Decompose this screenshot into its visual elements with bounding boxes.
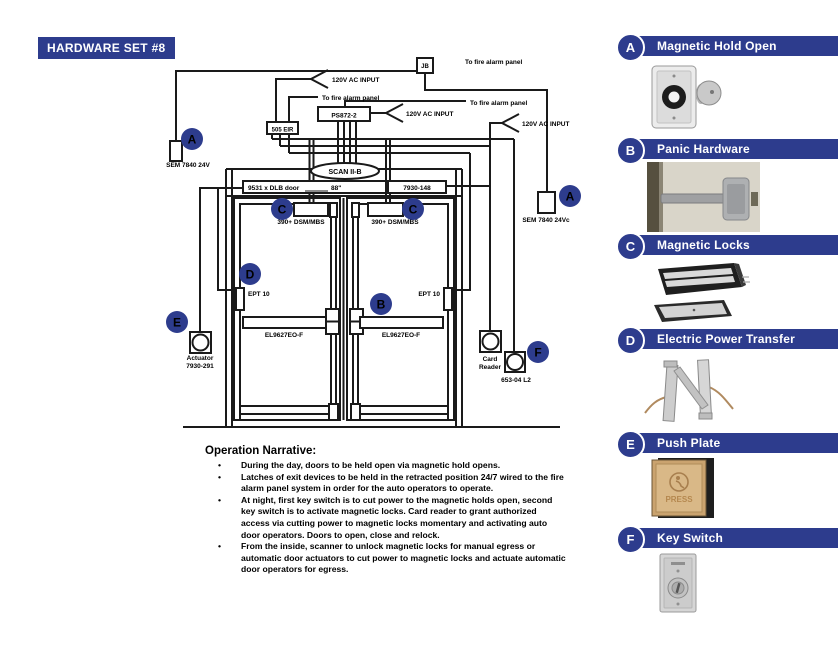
- svg-text:A: A: [566, 190, 575, 204]
- ac-input-label-2: 120V AC INPUT: [406, 111, 453, 118]
- legend-header-magnetic-hold-open: Magnetic Hold Open: [629, 36, 838, 56]
- operator-label: 7930-148: [403, 185, 431, 192]
- callout-d: D: [239, 263, 261, 285]
- legend-badge-f: F: [616, 525, 645, 554]
- sem-left-label: SEM 7840 24V: [166, 162, 210, 169]
- legend-badge-d: D: [616, 326, 645, 355]
- svg-text:C: C: [409, 203, 418, 217]
- electric-power-transfer-image: [644, 359, 734, 422]
- callout-c-right: C: [402, 198, 424, 220]
- ept-left-label: EPT 10: [248, 291, 270, 298]
- door-header-label: 9531 x DLB door: [248, 185, 300, 192]
- svg-text:D: D: [246, 268, 255, 282]
- diagram-labels: JB PS872-2 505 EIR SCAN II-B 9531 x DLB …: [166, 59, 570, 384]
- mag-hold-right: [537, 191, 556, 214]
- door-width-label: 88": [331, 185, 341, 192]
- key-switch-image: [659, 553, 697, 613]
- legend-badge-c: C: [616, 232, 645, 261]
- callout-c-left: C: [271, 198, 293, 220]
- svg-text:C: C: [278, 203, 287, 217]
- exit-device-right-label: EL9627EO-F: [382, 332, 420, 339]
- power-supply-box: [317, 106, 371, 122]
- callout-a-right: A: [559, 185, 581, 207]
- narrative-bullet: Latches of exit devices to be held in th…: [205, 472, 567, 495]
- legend-header-key-switch: Key Switch: [629, 528, 838, 548]
- fire-panel-label-2: To fire alarm panel: [322, 95, 380, 102]
- push-plate-image: PRESS: [651, 458, 714, 518]
- callout-b: B: [370, 293, 392, 315]
- ps872-label: PS872-2: [331, 113, 357, 120]
- narrative-list: During the day, doors to be held open vi…: [205, 460, 567, 576]
- legend-label: Panic Hardware: [657, 142, 750, 156]
- svg-text:E: E: [173, 316, 181, 330]
- svg-text:F: F: [534, 346, 541, 360]
- operator-box: [387, 180, 447, 194]
- card-label-2: Reader: [479, 364, 502, 371]
- card-label-1: Card: [483, 356, 498, 363]
- component-boxes: [169, 57, 556, 373]
- scan-label: SCAN II-B: [328, 169, 361, 176]
- mag-hold-left: [169, 140, 183, 162]
- legend-label: Electric Power Transfer: [657, 332, 795, 346]
- legend-header-magnetic-locks: Magnetic Locks: [629, 235, 838, 255]
- legend-header-electric-power-transfer: Electric Power Transfer: [629, 329, 838, 349]
- panic-bar-left: [242, 316, 327, 329]
- door-header-box: [242, 180, 387, 194]
- eir-label: 505 EIR: [272, 128, 294, 134]
- legend-label: Magnetic Hold Open: [657, 39, 777, 53]
- narrative-bullet: From the inside, scanner to unlock magne…: [205, 541, 567, 576]
- legend-badge-b: B: [616, 136, 645, 165]
- panic-hardware-image: [647, 162, 760, 232]
- callout-circles: A A B C C D E: [166, 128, 581, 363]
- exit-device-left-label: EL9627EO-F: [265, 332, 303, 339]
- legend-label: Magnetic Locks: [657, 238, 750, 252]
- ac-input-label-3: 120V AC INPUT: [522, 121, 569, 128]
- page-title: HARDWARE SET #8: [38, 37, 175, 59]
- door-leaves: [233, 197, 455, 421]
- legend-label: Key Switch: [657, 531, 724, 545]
- magnetic-hold-open-image: [651, 65, 722, 129]
- svg-text:B: B: [377, 298, 386, 312]
- callout-a-left: A: [181, 128, 203, 150]
- callout-e: E: [166, 311, 188, 333]
- scanner-ellipse: [310, 162, 380, 180]
- narrative-heading: Operation Narrative:: [205, 445, 317, 457]
- panic-bar-right: [359, 316, 444, 329]
- ept-device-right: [443, 287, 453, 311]
- door-frame: [225, 168, 463, 427]
- magnetic-locks-image: [654, 263, 750, 322]
- ept-device-left: [235, 287, 245, 311]
- operation-narrative: Operation Narrative: During the day, doo…: [205, 445, 567, 576]
- mag-lock-right: [367, 202, 404, 217]
- ept-right-label: EPT 10: [418, 291, 440, 298]
- legend-label: Push Plate: [657, 436, 721, 450]
- actuator-label-1: Actuator: [187, 355, 214, 362]
- junction-box: [416, 57, 434, 74]
- narrative-bullet: At night, first key switch is to cut pow…: [205, 495, 567, 541]
- svg-text:A: A: [188, 133, 197, 147]
- ac-input-label-1: 120V AC INPUT: [332, 77, 379, 84]
- legend-badge-e: E: [616, 430, 645, 459]
- legend-badge-a: A: [616, 33, 645, 62]
- legend-header-push-plate: Push Plate: [629, 433, 838, 453]
- mag-lock-left: [293, 202, 329, 217]
- mag-lock-right-label: 390+ DSM/MBS: [371, 219, 419, 226]
- wires: [175, 69, 560, 428]
- key-switch-label: 653-04 L2: [501, 377, 531, 384]
- door-hardware-diagram: JB PS872-2 505 EIR SCAN II-B 9531 x DLB …: [166, 57, 581, 428]
- narrative-bullet: During the day, doors to be held open vi…: [205, 460, 567, 472]
- jb-label: JB: [421, 64, 429, 70]
- callout-f: F: [527, 341, 549, 363]
- press-label: PRESS: [665, 495, 693, 504]
- sem-right-label: SEM 7840 24Vc: [522, 217, 570, 224]
- legend-header-panic-hardware: Panic Hardware: [629, 139, 838, 159]
- actuator-label-2: 7930-291: [186, 363, 214, 370]
- mag-lock-left-label: 390+ DSM/MBS: [277, 219, 325, 226]
- fire-panel-label-3: To fire alarm panel: [470, 100, 528, 107]
- fire-panel-label-1: To fire alarm panel: [465, 59, 523, 66]
- eir-box: [266, 121, 299, 135]
